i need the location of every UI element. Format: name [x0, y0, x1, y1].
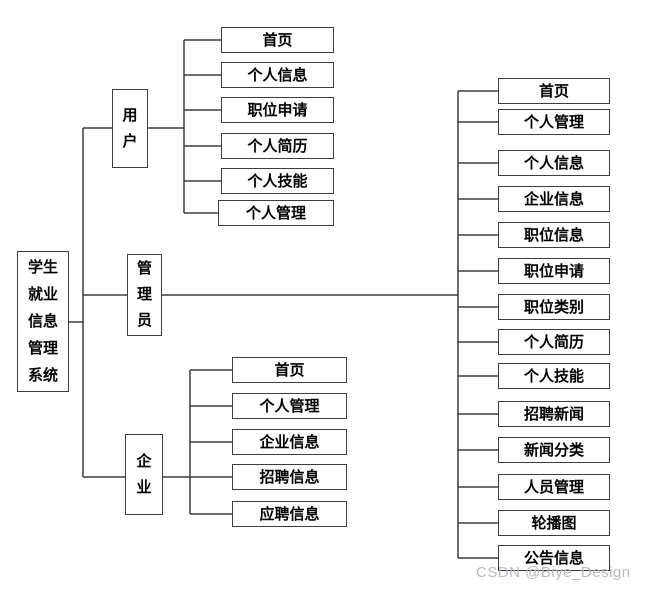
node-admin-recruitment-news: 招聘新闻 — [498, 401, 610, 427]
node-admin-news-category: 新闻分类 — [498, 437, 610, 463]
node-admin-carousel: 轮播图 — [498, 510, 610, 536]
node-user-personal-resume: 个人简历 — [221, 133, 334, 159]
node-user: 用户 — [112, 89, 148, 168]
node-enterprise-recruitment-info: 招聘信息 — [232, 464, 347, 490]
node-admin-personal-resume: 个人简历 — [498, 329, 610, 355]
node-admin-personal-skills: 个人技能 — [498, 363, 610, 389]
node-enterprise-application-info: 应聘信息 — [232, 501, 347, 527]
node-enterprise-personal-management: 个人管理 — [232, 393, 347, 419]
node-admin-job-category: 职位类别 — [498, 294, 610, 320]
node-root: 学生就业信息管理系统 — [17, 251, 69, 392]
node-enterprise-home: 首页 — [232, 357, 347, 383]
node-user-job-application: 职位申请 — [221, 97, 334, 123]
node-user-home: 首页 — [221, 27, 334, 53]
node-admin-announcement-info: 公告信息 — [498, 545, 610, 571]
csdn-watermark: CSDN @Biye_Design — [476, 564, 631, 581]
node-enterprise-enterprise-info: 企业信息 — [232, 429, 347, 455]
node-admin-job-info: 职位信息 — [498, 222, 610, 248]
node-admin: 管理员 — [127, 254, 162, 336]
node-enterprise-label: 企业 — [136, 452, 152, 496]
node-admin-home: 首页 — [498, 78, 610, 104]
node-user-personal-info: 个人信息 — [221, 62, 334, 88]
node-user-label: 用户 — [122, 106, 138, 150]
node-user-personal-skills: 个人技能 — [221, 168, 334, 194]
node-enterprise: 企业 — [125, 434, 163, 515]
node-admin-enterprise-info: 企业信息 — [498, 186, 610, 212]
node-admin-staff-management: 人员管理 — [498, 474, 610, 500]
node-admin-label: 管理员 — [136, 260, 152, 329]
node-root-label: 学生就业信息管理系统 — [27, 259, 58, 384]
node-admin-job-application: 职位申请 — [498, 258, 610, 284]
node-user-personal-management: 个人管理 — [218, 200, 334, 226]
node-admin-personal-info: 个人信息 — [498, 150, 610, 176]
node-admin-personal-management: 个人管理 — [498, 109, 610, 135]
